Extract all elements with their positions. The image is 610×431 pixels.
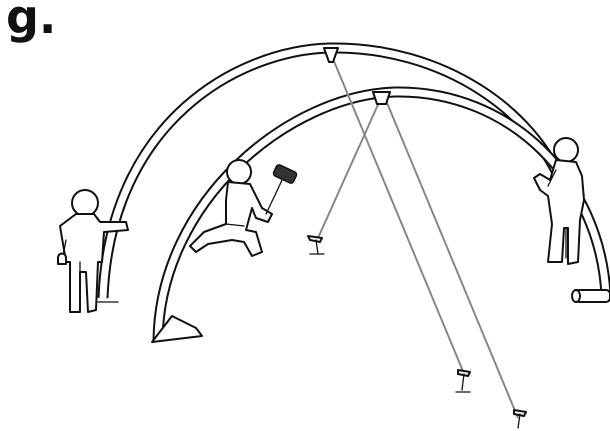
person-kneeling-with-mallet	[189, 159, 298, 257]
guy-clip-front	[372, 91, 391, 105]
ground-stake-icon	[513, 409, 527, 429]
step-label: g.	[6, 0, 57, 44]
front-pole-right-end	[571, 289, 610, 303]
person-holding-pole-right	[533, 137, 585, 265]
front-arch-pole	[151, 86, 610, 343]
guy-clip-rear	[323, 47, 339, 63]
ground-stake-icon	[307, 235, 325, 255]
ground-stake-icon	[455, 369, 471, 393]
guy-lines	[316, 53, 520, 419]
front-pole-left-foot	[151, 315, 203, 343]
person-holding-pole-left	[57, 189, 129, 313]
mallet-icon	[265, 164, 298, 215]
